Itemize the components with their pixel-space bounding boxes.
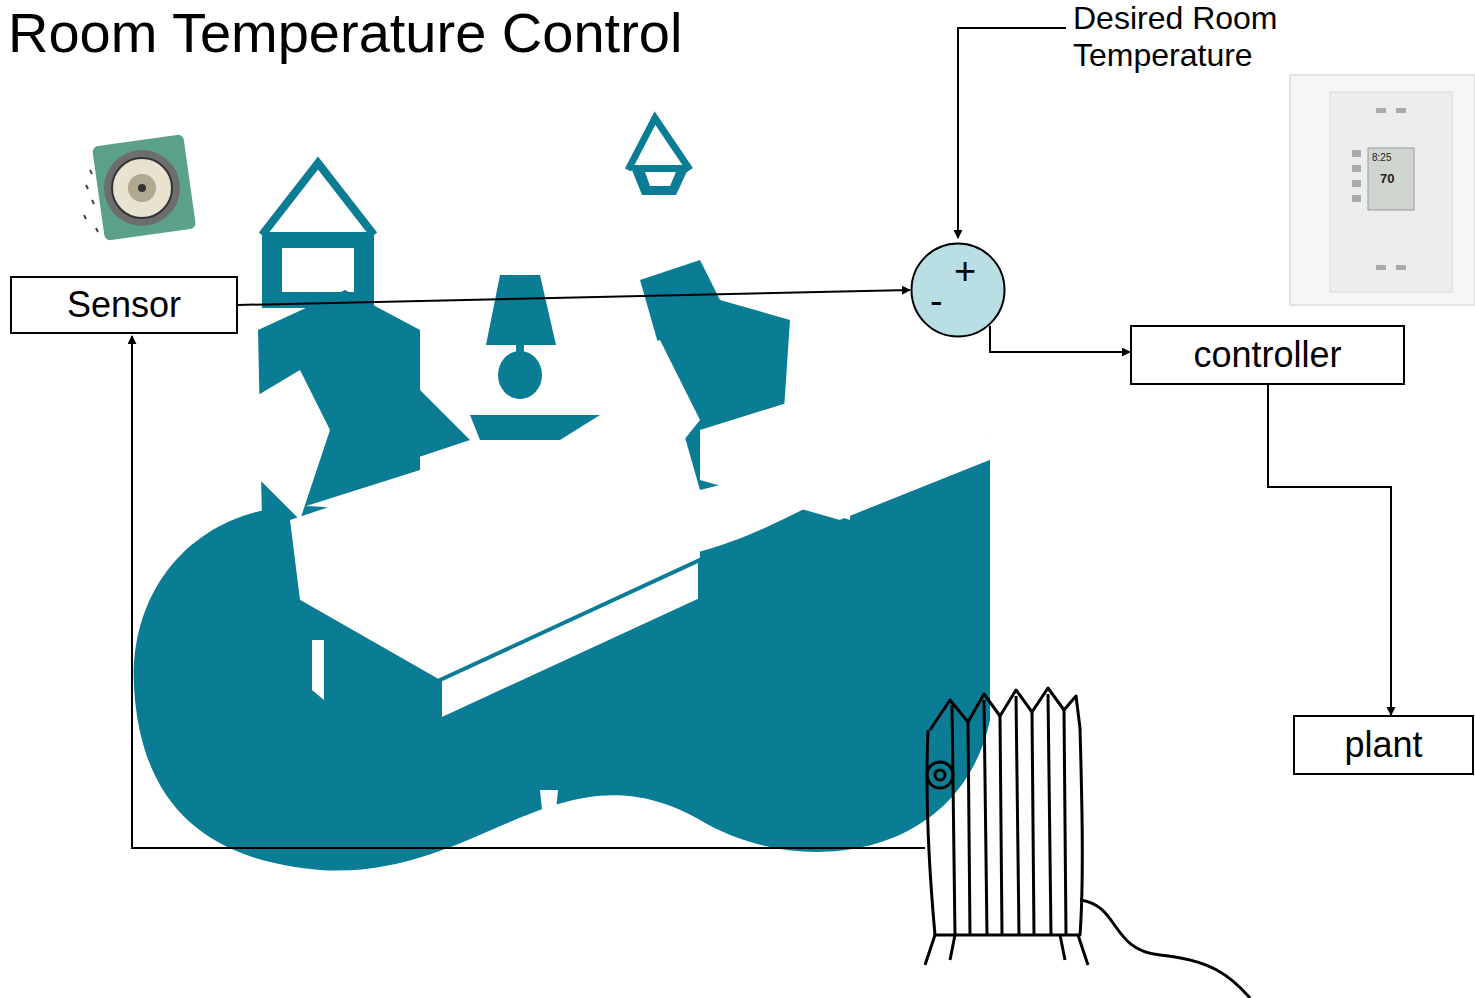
block-label: controller <box>1193 335 1341 375</box>
plant-box: plant <box>1293 715 1474 775</box>
sign-symbol: - <box>930 282 943 320</box>
radiator-heater <box>925 688 1250 998</box>
sign-symbol: + <box>954 252 976 290</box>
sensor-box: Sensor <box>10 276 238 334</box>
sensor-icon <box>84 134 196 241</box>
block-label: plant <box>1344 725 1422 765</box>
display-time: 8:25 <box>1372 152 1412 164</box>
armchair <box>610 260 990 560</box>
armchair <box>250 290 700 810</box>
wall-picture <box>262 118 690 308</box>
signal-arrow <box>238 290 910 305</box>
block-label: Sensor <box>67 285 181 325</box>
feedback-line <box>132 336 925 848</box>
setpoint-label: Desired Room Temperature <box>1073 0 1313 74</box>
summing-junction: +- <box>910 242 1006 338</box>
display-temperature: 70 <box>1380 172 1410 187</box>
signal-arrow <box>990 326 1130 352</box>
thermostat-picture <box>1290 75 1475 305</box>
setpoint-line <box>958 28 1066 238</box>
controller-box: controller <box>1130 325 1405 385</box>
diagram-title: Room Temperature Control <box>8 2 682 64</box>
signal-arrow <box>1268 385 1391 715</box>
